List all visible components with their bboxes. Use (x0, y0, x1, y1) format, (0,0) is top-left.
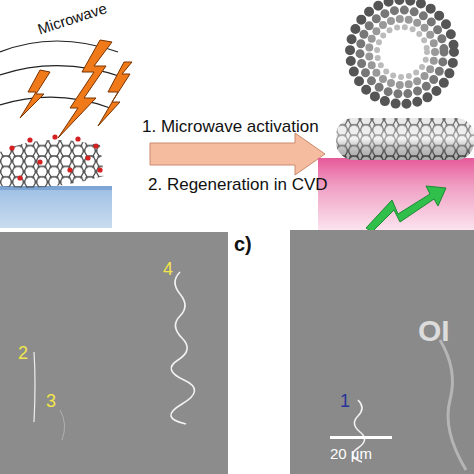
step-label: 2. Regeneration in CVD (148, 176, 328, 193)
scale-bar-label: 20 μm (330, 446, 372, 461)
sample-marking: OI (418, 316, 450, 346)
callout-number: 4 (163, 260, 173, 278)
sem-image-panel: 1 OI 20 μm (290, 230, 474, 474)
callout-number: 1 (340, 392, 350, 410)
callout-number: 3 (46, 392, 56, 410)
panel-label: c) (234, 234, 252, 254)
callout-number: 2 (18, 344, 28, 362)
microwave-label: Microwave (36, 0, 109, 36)
step-label: 1. Microwave activation (142, 118, 319, 135)
sem-image-panel: 2 3 4 (0, 232, 228, 474)
